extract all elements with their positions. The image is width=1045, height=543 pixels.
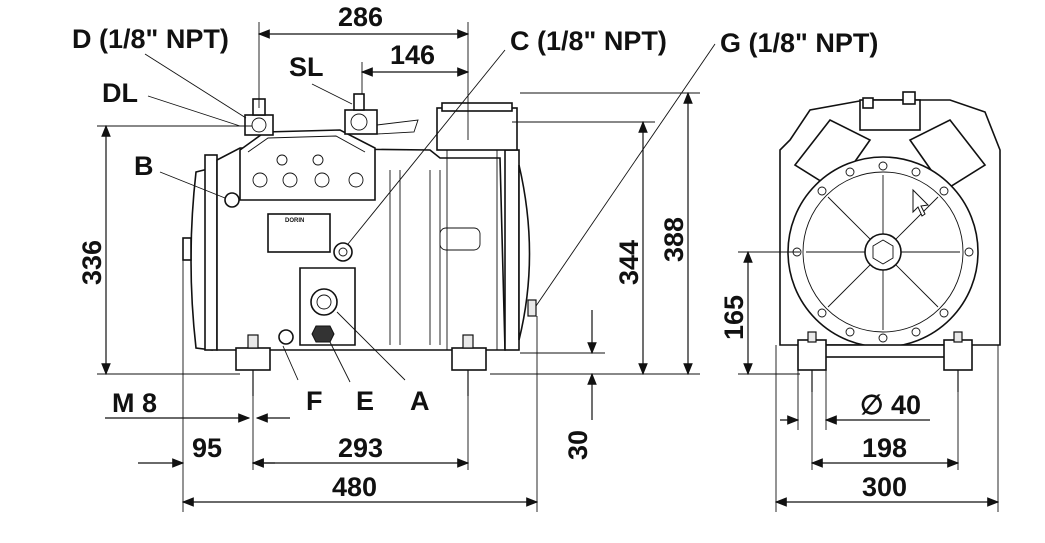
- callout-dl: DL: [102, 78, 138, 108]
- dimension-300: 300: [862, 472, 907, 502]
- side-view-dimensions: 286 146 336 344 388 30 M 8 95: [77, 2, 700, 512]
- side-view: DORIN: [182, 93, 537, 396]
- callout-g: G (1/8" NPT): [720, 28, 878, 58]
- callout-a: A: [410, 386, 430, 416]
- callout-m8: M 8: [112, 388, 157, 418]
- end-view: [779, 91, 1001, 392]
- dimension-336: 336: [77, 240, 107, 285]
- dimension-480: 480: [332, 472, 377, 502]
- dimension-165: 165: [719, 295, 749, 340]
- dimension-146: 146: [390, 40, 435, 70]
- dimension-388: 388: [659, 217, 689, 262]
- dimension-95: 95: [192, 433, 222, 463]
- dimension-293: 293: [338, 433, 383, 463]
- dimension-198: 198: [862, 433, 907, 463]
- dimension-286: 286: [338, 2, 383, 32]
- nameplate-label: DORIN: [285, 218, 304, 224]
- callout-c: C (1/8" NPT): [510, 26, 667, 56]
- callout-d: D (1/8" NPT): [72, 24, 229, 54]
- end-view-dimensions: 165 ∅ 40 198 300: [719, 250, 1000, 512]
- callout-diameter-40: ∅ 40: [860, 390, 921, 420]
- dimension-30: 30: [563, 430, 593, 460]
- side-view-callouts: D (1/8" NPT) DL SL B C (1/8" NPT) G (1/8…: [72, 24, 878, 416]
- callout-b: B: [134, 151, 154, 181]
- callout-e: E: [356, 386, 374, 416]
- callout-sl: SL: [289, 52, 324, 82]
- dimension-344: 344: [614, 240, 644, 285]
- callout-f: F: [306, 386, 323, 416]
- mouse-cursor-icon: [912, 188, 930, 217]
